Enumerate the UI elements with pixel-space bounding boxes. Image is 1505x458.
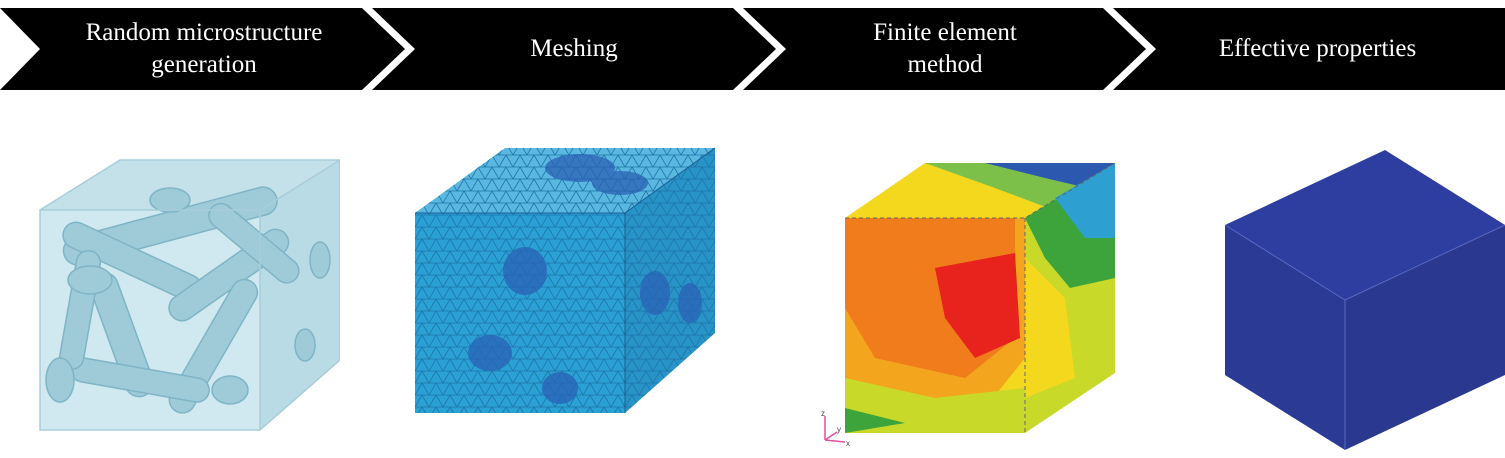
chevron-step-2 xyxy=(372,8,776,90)
step-4-label: Effective properties xyxy=(1218,35,1417,62)
step-2-label: Meshing xyxy=(530,35,618,62)
step-3-label: Finite element method xyxy=(873,19,1017,78)
chevron-step-3 xyxy=(743,8,1146,90)
cube-right-face xyxy=(260,160,340,430)
fem-contour-cube-icon xyxy=(845,162,1115,433)
fibers xyxy=(45,186,331,414)
chevron-band xyxy=(0,8,1505,90)
effective-cube-icon xyxy=(1224,150,1505,450)
axis-y-label: y xyxy=(837,425,841,434)
step-1-label: Random microstructure generation xyxy=(85,19,323,78)
mesh-dense-regions xyxy=(468,154,702,404)
axis-triad-icon: z y x xyxy=(821,409,850,448)
microstructure-cube-icon xyxy=(39,159,340,431)
mesh-cube-icon xyxy=(415,147,716,413)
effective-top-face xyxy=(1225,150,1505,300)
chevron-step-4 xyxy=(1113,8,1505,90)
axis-z-label: z xyxy=(821,409,825,418)
chevron-step-1 xyxy=(0,8,405,90)
axis-x-label: x xyxy=(846,439,850,448)
